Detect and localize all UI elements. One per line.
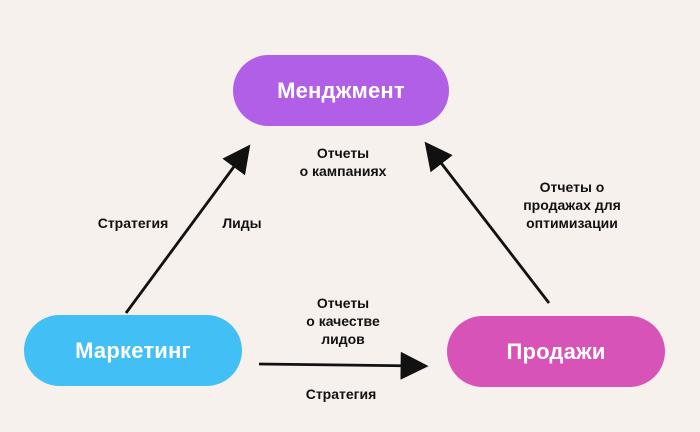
arrow-marketing-to-management <box>124 144 251 314</box>
label-line: оптимизации <box>526 215 618 231</box>
label-line: Отчеты <box>316 295 370 311</box>
label-line: о качестве <box>306 313 380 329</box>
label-lead-quality-reports: Отчеты о качестве лидов <box>284 294 402 348</box>
label-sales-optimization-reports: Отчеты о продажах для оптимизации <box>508 178 636 232</box>
node-marketing: Маркетинг <box>24 315 242 386</box>
node-management-label: Менджмент <box>277 77 405 103</box>
arrow-marketing-to-sales <box>258 351 429 380</box>
label-line: Стратегия <box>97 215 169 231</box>
label-line: лидов <box>321 331 365 347</box>
node-sales-label: Продажи <box>506 338 606 364</box>
label-strategy-bottom: Стратегия <box>286 385 396 403</box>
label-line: Лиды <box>222 215 262 231</box>
label-line: Отчеты о <box>539 179 605 195</box>
arrow-sales-to-management <box>424 141 551 304</box>
label-strategy-left: Стратегия <box>78 214 188 232</box>
node-sales: Продажи <box>447 316 665 387</box>
label-leads: Лиды <box>212 214 272 232</box>
label-line: продажах для <box>523 197 621 213</box>
label-campaign-reports: Отчеты о кампаниях <box>283 144 403 180</box>
label-line: Стратегия <box>305 386 377 402</box>
node-marketing-label: Маркетинг <box>75 337 191 363</box>
label-line: Отчеты <box>316 145 370 161</box>
label-line: о кампаниях <box>299 163 387 179</box>
node-management: Менджмент <box>233 55 449 126</box>
